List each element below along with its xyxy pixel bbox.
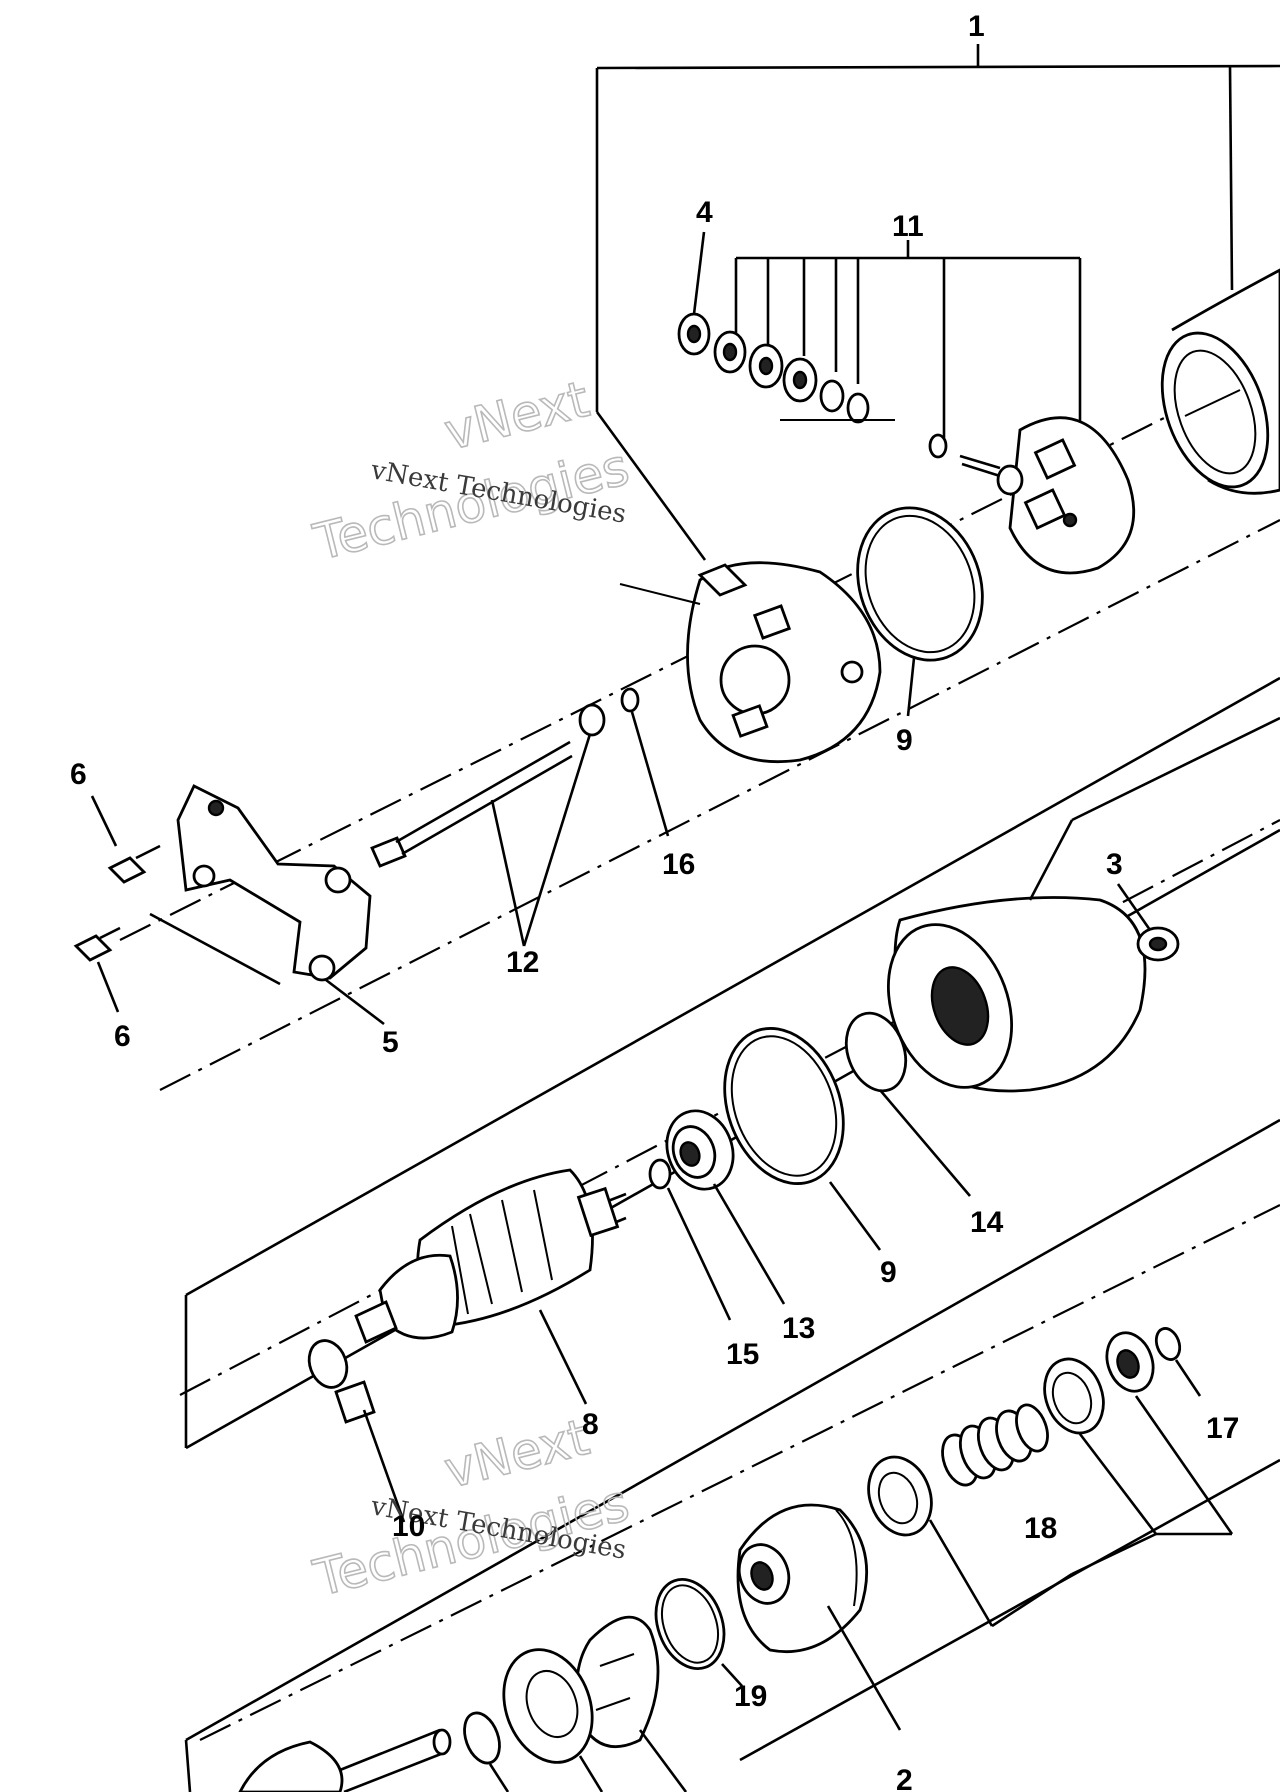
callout-15: 15: [726, 1338, 759, 1371]
callout-labels: 1 2 3 4 5 6 6 8 9 9 10 11 12 13 14 15 16…: [70, 10, 1239, 1792]
part-5-mounting-bracket: [149, 784, 385, 1026]
part-19-ring: [654, 1578, 743, 1687]
callout-9b: 9: [880, 1256, 897, 1289]
watermark-upper: vNext Technologies vNext Technologies: [307, 369, 635, 572]
front-housing: [886, 716, 1280, 1093]
pinion-shaft: [238, 1728, 452, 1792]
callout-1: 1: [968, 10, 985, 43]
split-stopper-collar: [575, 1615, 688, 1792]
part-11-washer-set: [677, 240, 1082, 459]
callout-11: 11: [892, 210, 924, 243]
callout-13: 13: [782, 1312, 815, 1345]
part-8-armature: [354, 1168, 627, 1405]
part-4-nut: [692, 231, 706, 315]
snap-ring-lower: [463, 1711, 510, 1792]
callout-17: 17: [1206, 1412, 1239, 1445]
part-9-o-ring-upper: [856, 506, 984, 717]
part-17-snap-ring: [1154, 1327, 1202, 1397]
callout-6b: 6: [114, 1020, 131, 1053]
callout-6a: 6: [70, 758, 87, 791]
callout-19: 19: [734, 1680, 767, 1713]
yoke-housing: [1160, 268, 1280, 495]
callout-3: 3: [1106, 848, 1123, 881]
callout-18: 18: [1024, 1512, 1057, 1545]
spring-retainer: [1043, 1357, 1232, 1536]
callout-8: 8: [582, 1408, 599, 1441]
part-2-overrunning-clutch: [736, 1503, 902, 1731]
part-9-o-ring-lower: [723, 1027, 882, 1251]
part-6-bolts: [73, 795, 161, 1013]
part-13-bearing: [665, 1109, 786, 1305]
callout-4: 4: [696, 196, 713, 229]
part-18-spring: [941, 1403, 1049, 1487]
callout-9a: 9: [896, 724, 913, 757]
callout-12: 12: [506, 946, 539, 979]
thrust-washer: [502, 1648, 604, 1792]
brush-holder: [780, 416, 1136, 575]
stop-collar: [1105, 1331, 1234, 1535]
svg-text:vNext: vNext: [439, 370, 595, 462]
part-12-through-bolt: [370, 703, 606, 947]
callout-16: 16: [662, 848, 695, 881]
pinion-sleeve: [867, 1455, 1157, 1628]
rear-end-cover: [619, 561, 882, 764]
part-15-washer: [648, 1158, 732, 1321]
part-14-o-ring: [844, 1011, 971, 1197]
callout-5: 5: [382, 1026, 399, 1059]
part-10-brush-cap: [307, 1339, 406, 1523]
part-16-washer: [620, 687, 670, 837]
callout-14: 14: [970, 1206, 1004, 1239]
drive-kit-bracket: [184, 1118, 1280, 1792]
callout-10: 10: [392, 1510, 425, 1543]
callout-2: 2: [896, 1764, 913, 1792]
